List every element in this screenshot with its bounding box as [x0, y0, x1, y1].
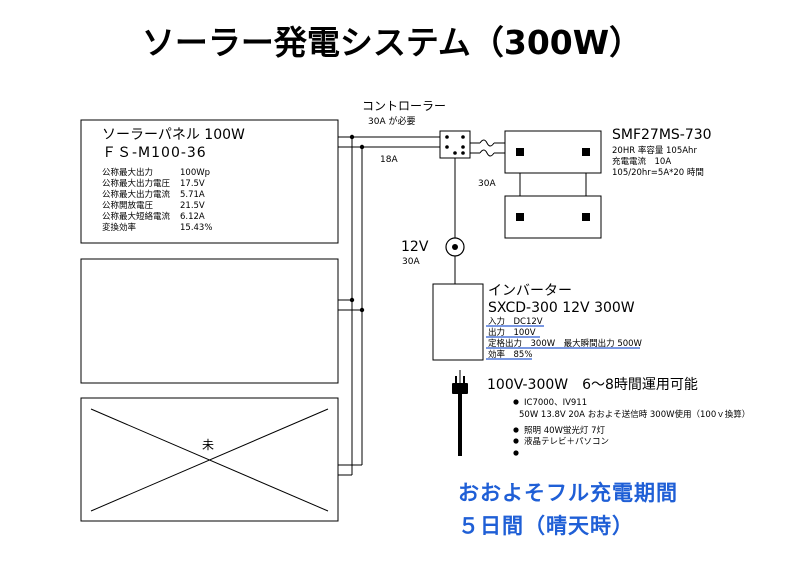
bullet: [513, 450, 519, 456]
usage-heading: 100V-300W 6～8時間運用可能: [487, 377, 698, 393]
panel-spec-label: 公称最大出力電流: [102, 189, 171, 200]
inverter-spec: 出力 100V: [488, 327, 536, 338]
panel-spec-list: 公称最大出力 100Wp 公称最大出力電圧 17.5V 公称最大出力電流 5.7…: [102, 167, 212, 233]
panel-spec-value: 15.43%: [180, 223, 212, 233]
bullet: [513, 438, 519, 444]
fuse-current-label: 30A: [402, 257, 420, 267]
usage-item: 照明 40W蛍光灯 7灯: [524, 425, 606, 436]
system-voltage-label: 12V: [401, 239, 429, 255]
panel-spec-label: 公称最大短絡電流: [102, 211, 171, 222]
battery-spec: 充電電流 10A: [612, 156, 671, 167]
panel-spec-value: 6.12A: [180, 212, 205, 222]
panel-spec-value: 17.5V: [180, 179, 205, 189]
plug-icon: [452, 383, 468, 394]
usage-item: IC7000、IV911: [524, 398, 587, 408]
panel-spec-label: 公称開放電圧: [102, 200, 154, 211]
unbuilt-label: 未: [202, 438, 214, 452]
battery-model: SMF27MS-730: [612, 127, 712, 143]
controller-note: 30A が必要: [368, 115, 415, 127]
usage-item: 50W 13.8V 20A おおよそ送信時 300W使用（100ｖ換算）: [519, 409, 750, 420]
inverter: [432, 283, 484, 361]
solar-panel-2: [80, 258, 339, 384]
usage-item: 液晶テレビ＋パソコン: [524, 436, 609, 447]
output-current-label: 30A: [478, 179, 496, 189]
battery-terminals: [516, 148, 590, 221]
panel-spec-value: 5.71A: [180, 190, 205, 200]
solar-panel-1: [80, 119, 339, 244]
inverter-title: インバーター: [488, 283, 572, 299]
inverter-spec: 定格出力 300W 最大瞬間出力 500W: [488, 338, 643, 349]
charge-period-line1: おおよそフル充電期間: [458, 481, 678, 505]
controller-terminals: [445, 135, 465, 155]
bullet: [513, 399, 519, 405]
panel-model: ＦＳ-M100-36: [102, 145, 207, 161]
panel-spec-label: 公称最大出力: [102, 167, 153, 178]
inverter-spec: 入力 DC12V: [488, 316, 543, 327]
inverter-spec: 効率 85%: [488, 349, 532, 360]
panel-spec-value: 100Wp: [180, 168, 210, 178]
breaker-icon: [479, 139, 495, 157]
panel-spec-label: 公称最大出力電圧: [102, 178, 171, 189]
battery-spec: 20HR 率容量 105Ahr: [612, 145, 697, 156]
cross-line: [90, 408, 329, 512]
battery-spec: 105/20hr=5A*20 時間: [612, 168, 704, 178]
panel-spec-label: 変換効率: [102, 222, 137, 233]
input-current-label: 18A: [380, 155, 398, 165]
panel-name: ソーラーパネル 100W: [102, 127, 245, 143]
charge-period-line2: ５日間（晴天時）: [458, 514, 634, 538]
controller-title: コントローラー: [362, 99, 446, 113]
junction-dots: [349, 134, 365, 313]
inverter-model: SXCD-300 12V 300W: [488, 300, 635, 316]
bullet: [513, 427, 519, 433]
page-title: ソーラー発電システム（300W）: [142, 23, 642, 62]
panel-spec-value: 21.5V: [180, 201, 205, 211]
